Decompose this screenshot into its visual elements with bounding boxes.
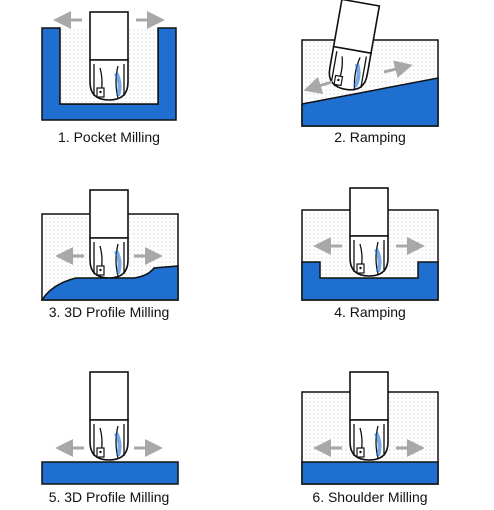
feed-arrow-left [303,76,333,95]
cutter-tool [89,11,129,101]
caption-1: 1. Pocket Milling [58,129,160,145]
cutter-tool [89,371,129,461]
feed-arrow-right [383,60,413,78]
caption-4: 4. Ramping [334,304,406,320]
panel-3d-profile-milling-1: 3. 3D Profile Milling [40,189,179,320]
workpiece-slot [301,261,439,301]
cutter-tool [89,189,129,279]
panel-ramping-1: 2. Ramping [301,0,439,145]
workpiece-ramp [301,77,439,127]
caption-3: 3. 3D Profile Milling [49,304,170,320]
panel-ramping-2: 4. Ramping [301,187,439,320]
workpiece-profile [40,265,179,301]
workpiece-shoulder [301,461,439,485]
panel-shoulder-milling: 6. Shoulder Milling [301,371,439,505]
caption-2: 2. Ramping [334,129,406,145]
panel-3d-profile-milling-2: 5. 3D Profile Milling [41,371,179,505]
caption-5: 5. 3D Profile Milling [49,489,170,505]
cutter-tool [349,187,389,277]
cutter-tool [349,371,389,461]
panel-pocket-milling: 1. Pocket Milling [41,11,177,145]
workpiece-flat [41,461,179,485]
caption-6: 6. Shoulder Milling [312,489,427,505]
